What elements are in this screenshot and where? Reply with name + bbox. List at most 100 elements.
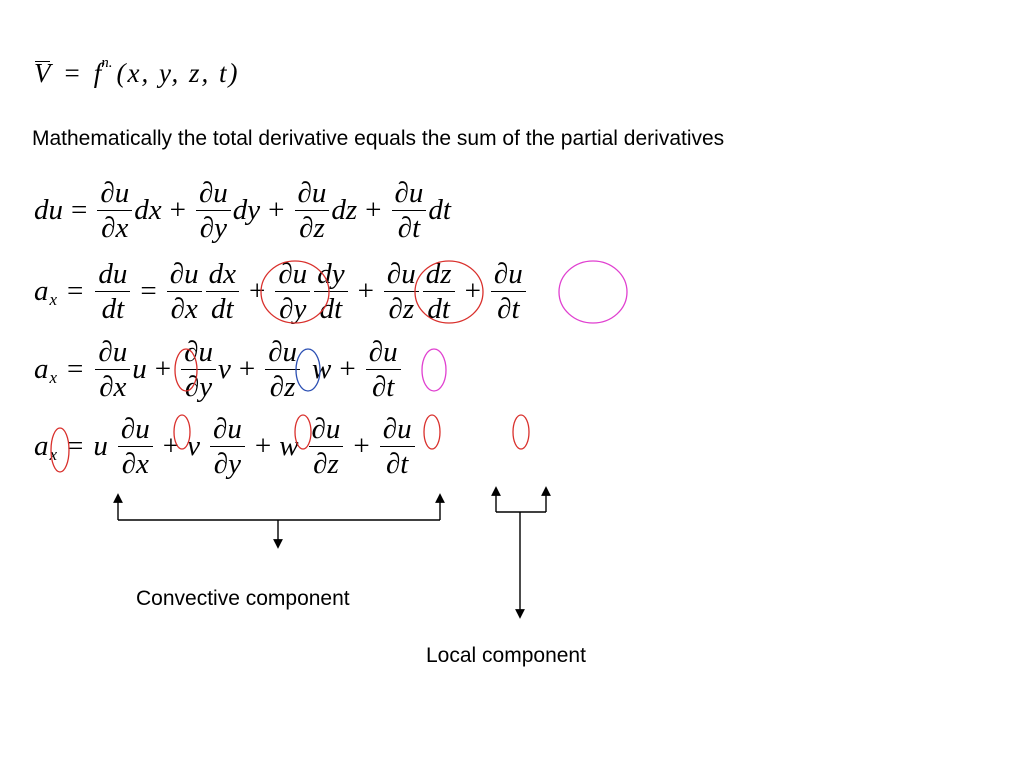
plus-sign: + — [339, 353, 356, 385]
function-arguments: (x, y, z, t) — [116, 58, 240, 88]
plus-sign: + — [254, 430, 272, 462]
v-velocity-term: v — [217, 353, 231, 385]
fraction-numerator: du — [95, 257, 131, 292]
fraction-numerator: ∂u — [365, 335, 401, 370]
fraction-denominator: dt — [319, 293, 343, 325]
plus-sign: + — [357, 275, 374, 307]
fraction-denominator: dt — [211, 293, 234, 325]
fraction-numerator: ∂u — [490, 257, 526, 292]
velocity-function-equation: V = f n. (x, y, z, t) — [34, 55, 240, 89]
velocity-vector-symbol: V — [34, 58, 51, 88]
fraction-numerator: ∂u — [117, 412, 153, 447]
fraction-numerator: ∂u — [209, 412, 245, 447]
convective-component-label: Convective component — [136, 587, 350, 610]
fraction-numerator: dz — [422, 257, 455, 292]
partial-u-y-fraction: ∂u∂y — [209, 412, 245, 481]
partial-u-y-fraction: ∂u∂y — [195, 176, 231, 245]
plus-sign: + — [268, 194, 285, 226]
fraction-numerator: ∂u — [308, 412, 344, 447]
partial-u-t-fraction: ∂u∂t — [379, 412, 415, 481]
dx-term: dx — [134, 194, 162, 226]
u-velocity-term: u — [132, 353, 147, 385]
w-highlight-ellipse — [421, 348, 447, 392]
plus-sign: + — [154, 353, 172, 385]
partial-u-x-fraction: ∂u∂x — [166, 257, 202, 326]
fraction-denominator: ∂z — [313, 448, 339, 480]
plus-sign: + — [238, 353, 256, 385]
fraction-numerator: ∂u — [379, 412, 415, 447]
fraction-denominator: ∂t — [371, 371, 395, 403]
plus-sign: + — [169, 194, 186, 226]
v-velocity-term: v — [187, 430, 200, 462]
partial-u-t-fraction: ∂u∂t — [490, 257, 526, 326]
fraction-denominator: ∂x — [99, 371, 127, 403]
partial-u-y-fraction: ∂u∂y — [181, 335, 216, 404]
plus-sign: + — [162, 430, 180, 462]
fraction-numerator: ∂u — [265, 335, 301, 370]
function-superscript: n. — [101, 55, 113, 71]
fraction-denominator: ∂z — [269, 371, 296, 403]
acceleration-subscript: x — [49, 367, 58, 387]
fraction-denominator: ∂x — [121, 448, 149, 480]
fraction-numerator: ∂u — [195, 176, 231, 211]
partial-u-z-fraction: ∂u∂z — [294, 176, 330, 245]
fraction-numerator: ∂u — [391, 176, 427, 211]
partial-u-z-fraction: ∂u∂z — [308, 412, 344, 481]
fraction-denominator: dt — [101, 293, 125, 325]
fraction-denominator: ∂x — [101, 212, 129, 244]
fraction-numerator: ∂u — [181, 335, 216, 370]
fraction-denominator: ∂y — [279, 293, 307, 325]
plus-sign: + — [248, 275, 266, 307]
dz-term: dz — [331, 194, 358, 226]
partial-u-t-highlight-ellipse — [512, 414, 530, 450]
partial-u-z-fraction: ∂u∂z — [383, 257, 419, 326]
fraction-numerator: dy — [314, 257, 348, 292]
acceleration-subscript: x — [49, 289, 58, 309]
fraction-numerator: ∂u — [275, 257, 311, 292]
equals-sign: = — [67, 275, 84, 307]
fraction-denominator: ∂y — [184, 371, 213, 403]
dy-term: dy — [232, 194, 261, 226]
partial-u-x-fraction: ∂u∂x — [117, 412, 153, 481]
plus-sign: + — [365, 194, 382, 226]
u-velocity-term: u — [93, 430, 108, 462]
partial-u-y-fraction: ∂u∂y — [275, 257, 311, 326]
fraction-numerator: ∂u — [294, 176, 330, 211]
fraction-numerator: dx — [205, 257, 239, 292]
equals-sign: = — [67, 353, 84, 385]
fraction-denominator: dt — [427, 293, 450, 325]
fraction-denominator: ∂t — [385, 448, 409, 480]
fraction-numerator: ∂u — [383, 257, 419, 292]
partial-u-z-fraction: ∂u∂z — [265, 335, 301, 404]
local-component-label: Local component — [426, 644, 586, 667]
equals-sign: = — [140, 275, 157, 307]
partial-u-x-fraction: ∂u∂x — [97, 176, 133, 245]
fraction-numerator: ∂u — [95, 335, 131, 370]
equals-sign: = — [71, 194, 88, 226]
partial-u-x-fraction: ∂u∂x — [95, 335, 131, 404]
partial-u-t-fraction: ∂u∂t — [365, 335, 401, 404]
plus-sign: + — [464, 275, 481, 307]
dt-term: dt — [428, 194, 451, 226]
dz-dt-highlight-ellipse — [558, 260, 628, 324]
partial-u-t-fraction: ∂u∂t — [391, 176, 427, 245]
total-derivative-statement: Mathematically the total derivative equa… — [32, 127, 725, 150]
equals-sign: = — [67, 430, 84, 462]
total-differential-equation: du = ∂u∂x dx + ∂u∂y dy + ∂u∂z dz + ∂u∂t … — [34, 176, 451, 245]
equals-sign: = — [64, 58, 80, 88]
fraction-denominator: ∂t — [397, 212, 421, 244]
function-symbol: f — [93, 58, 102, 88]
w-velocity-term: w — [312, 353, 332, 385]
acceleration-symbol: a — [34, 430, 49, 462]
w-velocity-term: w — [279, 430, 299, 462]
partial-u-z-highlight-ellipse — [423, 414, 441, 450]
fraction-denominator: ∂t — [497, 293, 520, 325]
du-term: du — [34, 194, 63, 226]
